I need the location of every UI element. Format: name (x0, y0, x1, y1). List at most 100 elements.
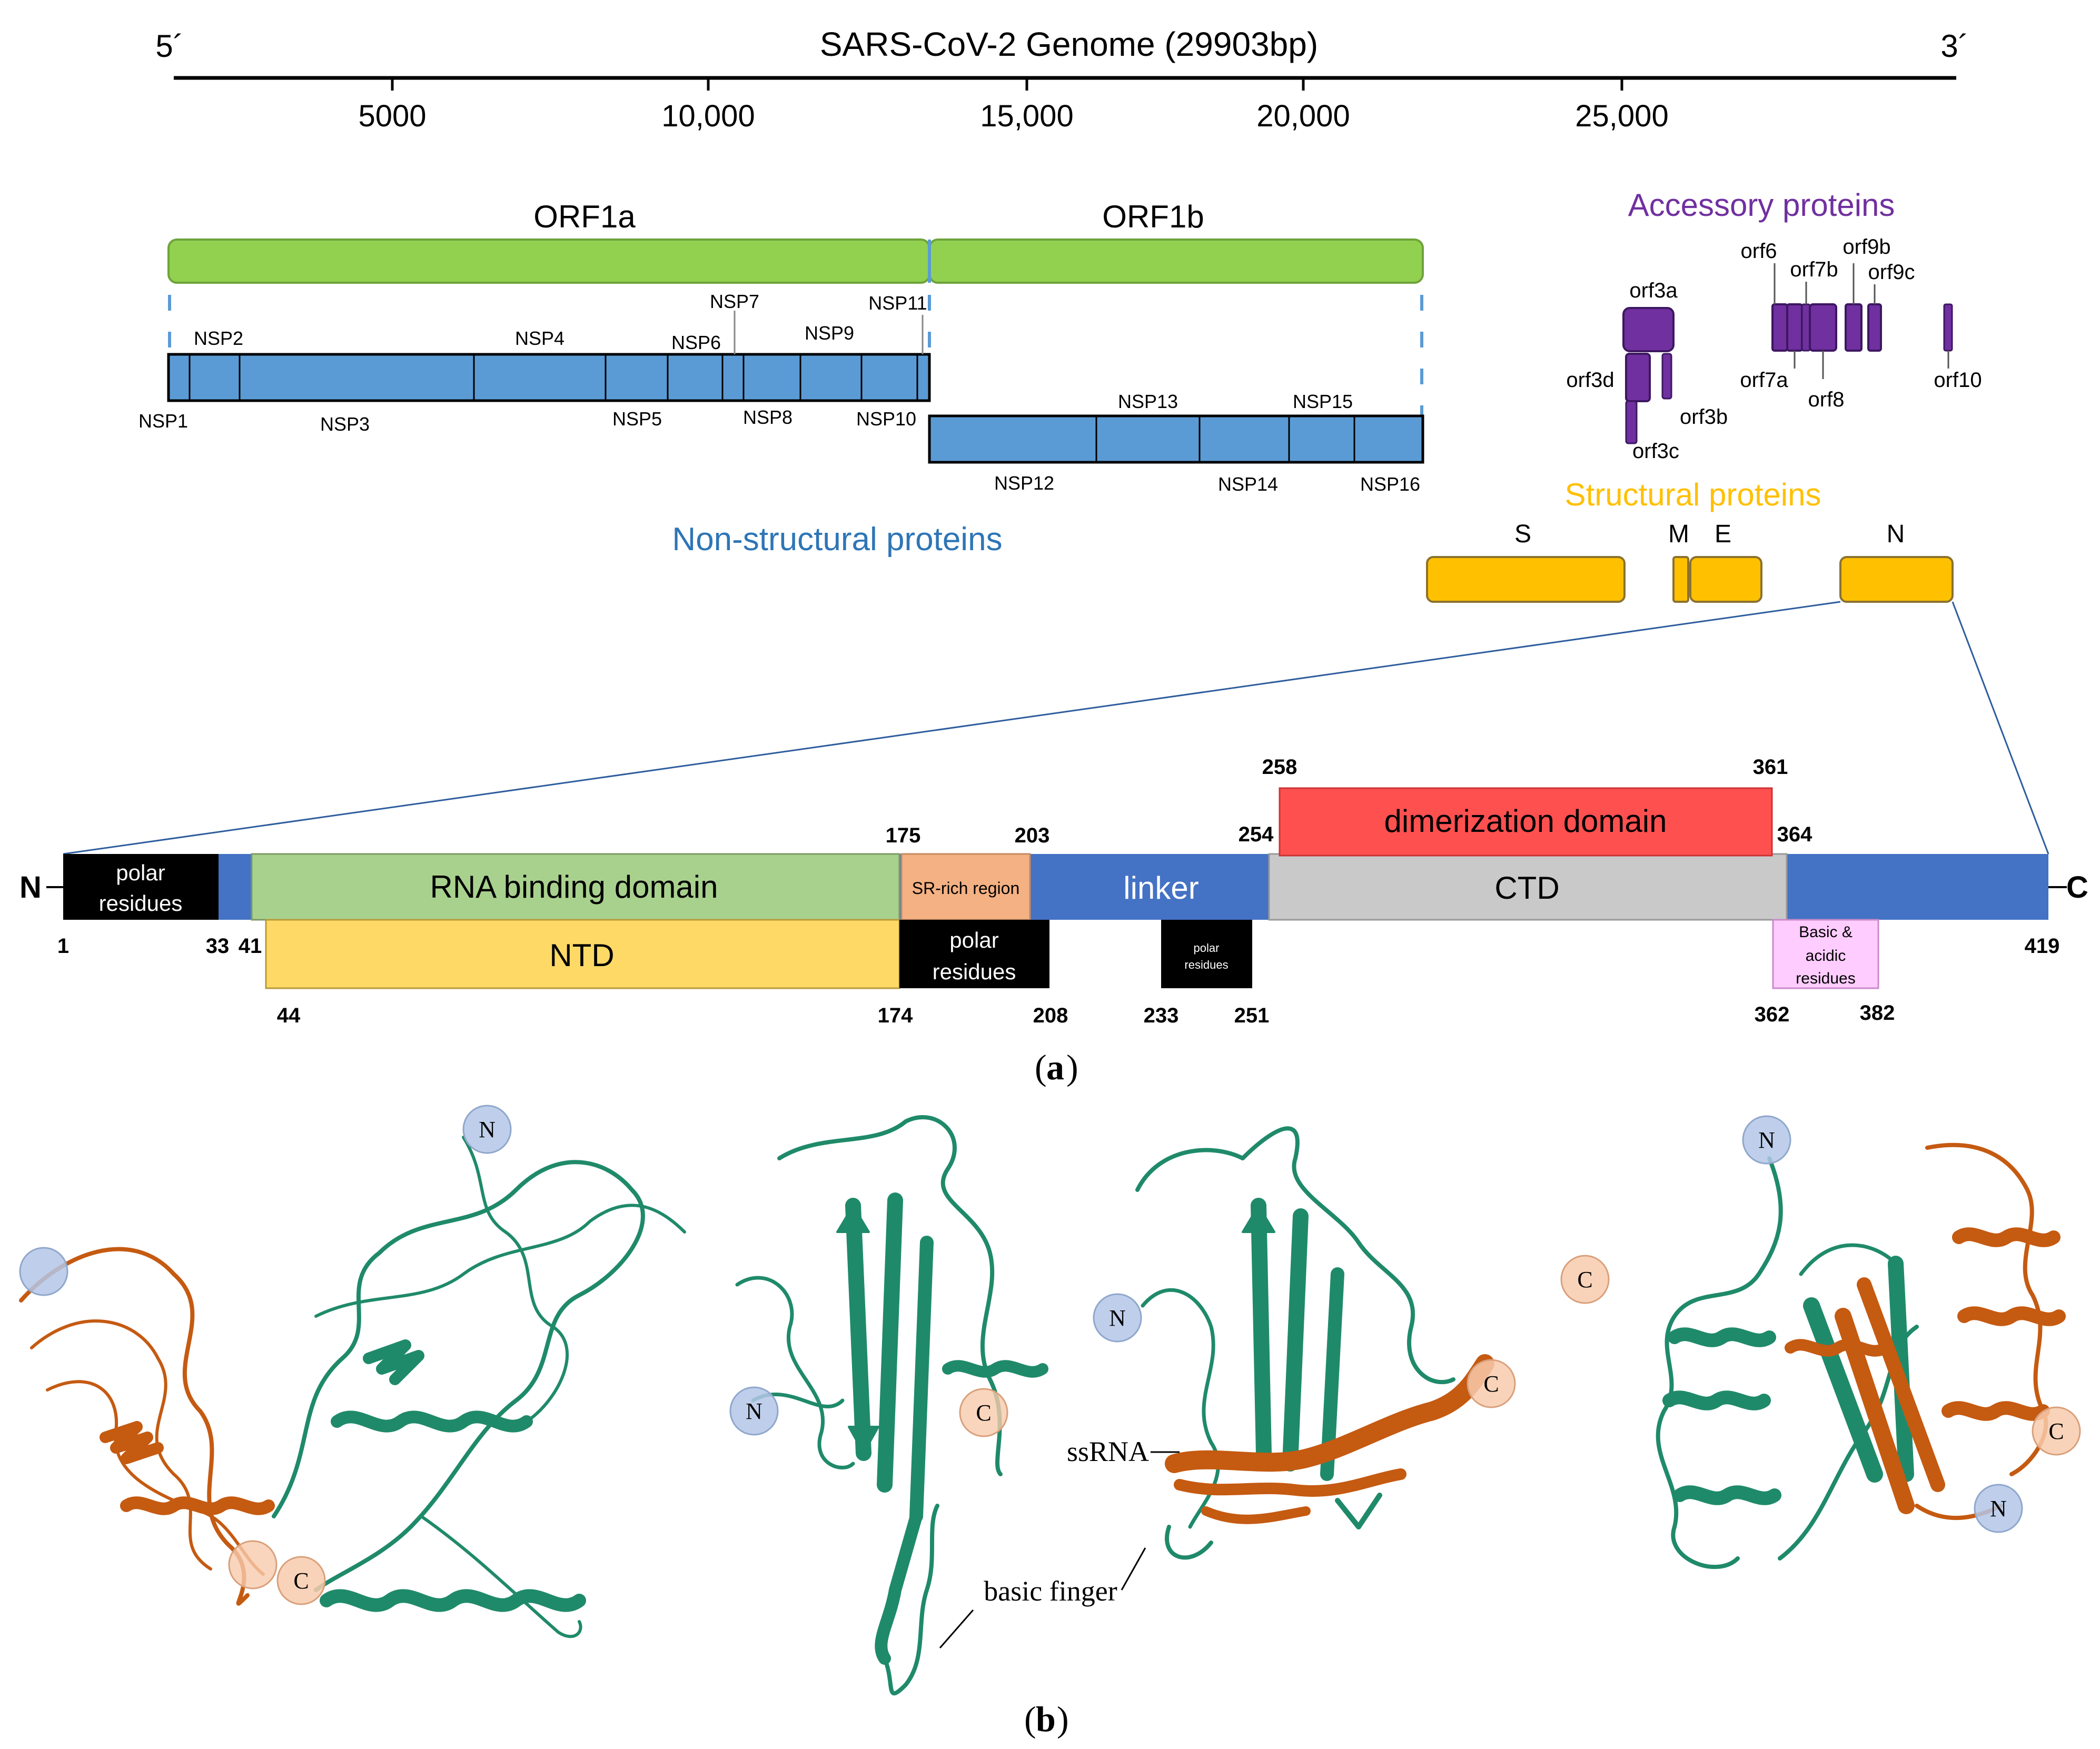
orf9b-box (1845, 303, 1863, 352)
n-terminus-marker (19, 1247, 68, 1296)
structural-proteins: Structural proteins S M E N (1426, 477, 1954, 603)
basic-acidic-line1: Basic & (1799, 923, 1853, 941)
axis-tick-label: 5000 (358, 99, 426, 133)
pos-361: 361 (1753, 756, 1788, 779)
orf3d-box (1625, 353, 1651, 402)
n-label: N (1887, 520, 1905, 548)
nsp-bar-orf1b (928, 414, 1424, 464)
ssrna-label: ssRNA (1067, 1436, 1149, 1467)
orf7a-box (1786, 303, 1803, 352)
pos-175: 175 (886, 824, 921, 847)
polar-residues-1-line1: polar (116, 860, 165, 885)
orf1b-label: ORF1b (1102, 199, 1204, 234)
n-protein-box (1839, 556, 1954, 603)
nsp13-label: NSP13 (1118, 391, 1178, 412)
nsp4-label: NSP4 (515, 327, 564, 349)
c-terminus-marker (1560, 1255, 1610, 1304)
pos-203: 203 (1015, 824, 1050, 847)
zoom-line-right (1952, 601, 2049, 854)
ctd-label: CTD (1494, 870, 1559, 906)
nsp5-label: NSP5 (612, 408, 662, 430)
nsp16-label: NSP16 (1360, 473, 1420, 495)
n-terminus-label: N (19, 870, 42, 905)
pos-1: 1 (57, 935, 69, 958)
polar-residues-3-line1: polar (1194, 941, 1220, 955)
orf1a-label: ORF1a (533, 199, 636, 234)
structure-ntd (735, 1115, 1048, 1696)
n-terminus-marker (1742, 1115, 1791, 1165)
pos-254: 254 (1239, 823, 1274, 846)
structure-2-markers: N C (729, 1386, 1008, 1437)
e-protein-box (1689, 556, 1762, 603)
genome-axis: 5´ 3´ SARS-CoV-2 Genome (29903bp) 5000 1… (155, 25, 1968, 133)
orf10-box (1943, 303, 1953, 352)
svg-text:C: C (1577, 1267, 1592, 1293)
orf7b-box (1801, 303, 1811, 352)
svg-text:(: ( (1035, 1047, 1047, 1087)
nsp3-label: NSP3 (320, 413, 370, 435)
e-label: E (1715, 520, 1731, 548)
nsp1-label: NSP1 (138, 410, 188, 432)
m-protein-box (1672, 556, 1689, 603)
polar-residues-2 (899, 920, 1049, 988)
structure-1-markers: N C (19, 1105, 512, 1605)
orf9c-box (1867, 303, 1882, 352)
genome-title: SARS-CoV-2 Genome (29903bp) (820, 25, 1318, 63)
c-terminus-marker (228, 1540, 278, 1589)
pos-362: 362 (1755, 1003, 1790, 1026)
nsp9-label: NSP9 (805, 322, 854, 344)
three-prime-label: 3´ (1940, 28, 1968, 64)
orf1a-box (167, 238, 930, 284)
panel-label-b: ( b ) (1024, 1699, 1069, 1739)
structural-title: Structural proteins (1565, 477, 1821, 512)
pos-364: 364 (1777, 823, 1812, 846)
n-terminus-marker (1974, 1484, 2023, 1533)
pos-419: 419 (2025, 935, 2060, 958)
pos-174: 174 (878, 1004, 913, 1027)
polar-residues-3-line2: residues (1184, 958, 1228, 971)
pos-233: 233 (1144, 1004, 1179, 1027)
basic-acidic-residues (1772, 919, 1879, 989)
zoom-line-left (63, 601, 1841, 855)
orf3a-label: orf3a (1629, 279, 1678, 302)
axis-tick-label: 25,000 (1575, 99, 1668, 133)
rna-binding-domain (251, 853, 900, 921)
axis-tick-label: 15,000 (980, 99, 1073, 133)
axis-tick-label: 10,000 (661, 99, 755, 133)
svg-text:N: N (1758, 1127, 1775, 1153)
nsp8-label: NSP8 (743, 406, 793, 428)
c-terminus-label: C (2066, 870, 2088, 905)
orf3d-label: orf3d (1566, 369, 1614, 392)
pos-44: 44 (277, 1004, 301, 1027)
pos-41: 41 (239, 935, 262, 958)
c-terminus-marker (276, 1556, 326, 1605)
nsp6-label: NSP6 (671, 332, 721, 353)
structure-ntd-ssrna (1135, 1126, 1494, 1560)
svg-text:N: N (746, 1398, 762, 1424)
orf3b-label: orf3b (1680, 405, 1728, 429)
panel-a-letter: a (1046, 1047, 1064, 1087)
orf8-label: orf8 (1808, 388, 1845, 411)
linker-label: linker (1123, 870, 1198, 906)
svg-text:C: C (1483, 1371, 1499, 1397)
s-protein-box (1426, 556, 1626, 603)
pos-251: 251 (1234, 1004, 1270, 1027)
nsp-bar-orf1a (167, 311, 931, 402)
polar-residues-2-line1: polar (949, 928, 998, 952)
orf1ab-bar: ORF1a ORF1b (167, 199, 1424, 416)
orf7b-label: orf7b (1790, 258, 1838, 281)
s-label: S (1514, 520, 1531, 548)
svg-text:C: C (2048, 1418, 2064, 1444)
n-protein-domain-map: N C polar residues RNA binding domain SR… (19, 756, 2088, 1027)
nonstructural-title: Non-structural proteins (672, 521, 1002, 558)
orf3c-box (1625, 400, 1638, 444)
polar-residues-3 (1161, 920, 1252, 988)
pos-258: 258 (1262, 756, 1297, 779)
nsp10-label: NSP10 (856, 408, 916, 430)
svg-text:): ) (1066, 1047, 1078, 1087)
accessory-title: Accessory proteins (1628, 187, 1895, 223)
structure-4-markers: N C C N (1560, 1115, 2081, 1533)
svg-text:(: ( (1024, 1699, 1036, 1739)
ntd-label: NTD (549, 938, 614, 973)
polar-residues-1-line2: residues (99, 891, 183, 916)
